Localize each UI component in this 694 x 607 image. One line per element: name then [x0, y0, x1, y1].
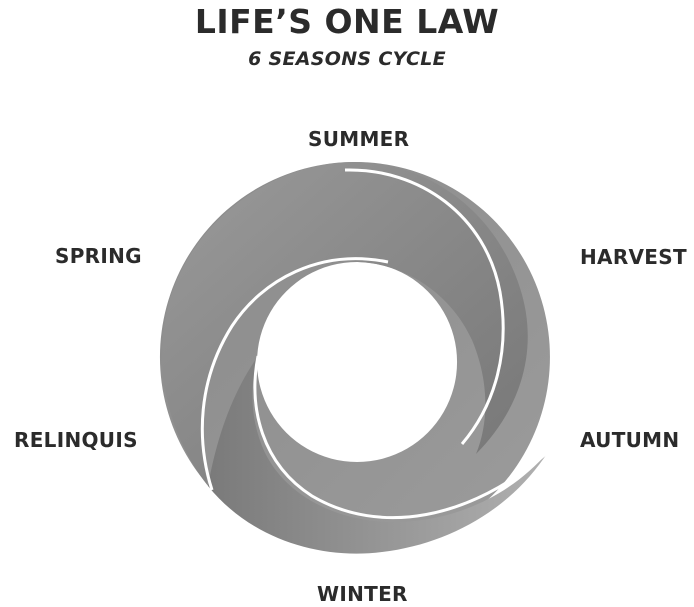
season-label-autumn: AUTUMN — [580, 428, 679, 452]
season-label-winter: WINTER — [317, 582, 408, 606]
season-label-spring: SPRING — [55, 244, 142, 268]
season-label-harvest: HARVEST — [580, 245, 687, 269]
season-label-summer: SUMMER — [308, 127, 409, 151]
season-label-relinquis: RELINQUIS — [14, 428, 138, 452]
